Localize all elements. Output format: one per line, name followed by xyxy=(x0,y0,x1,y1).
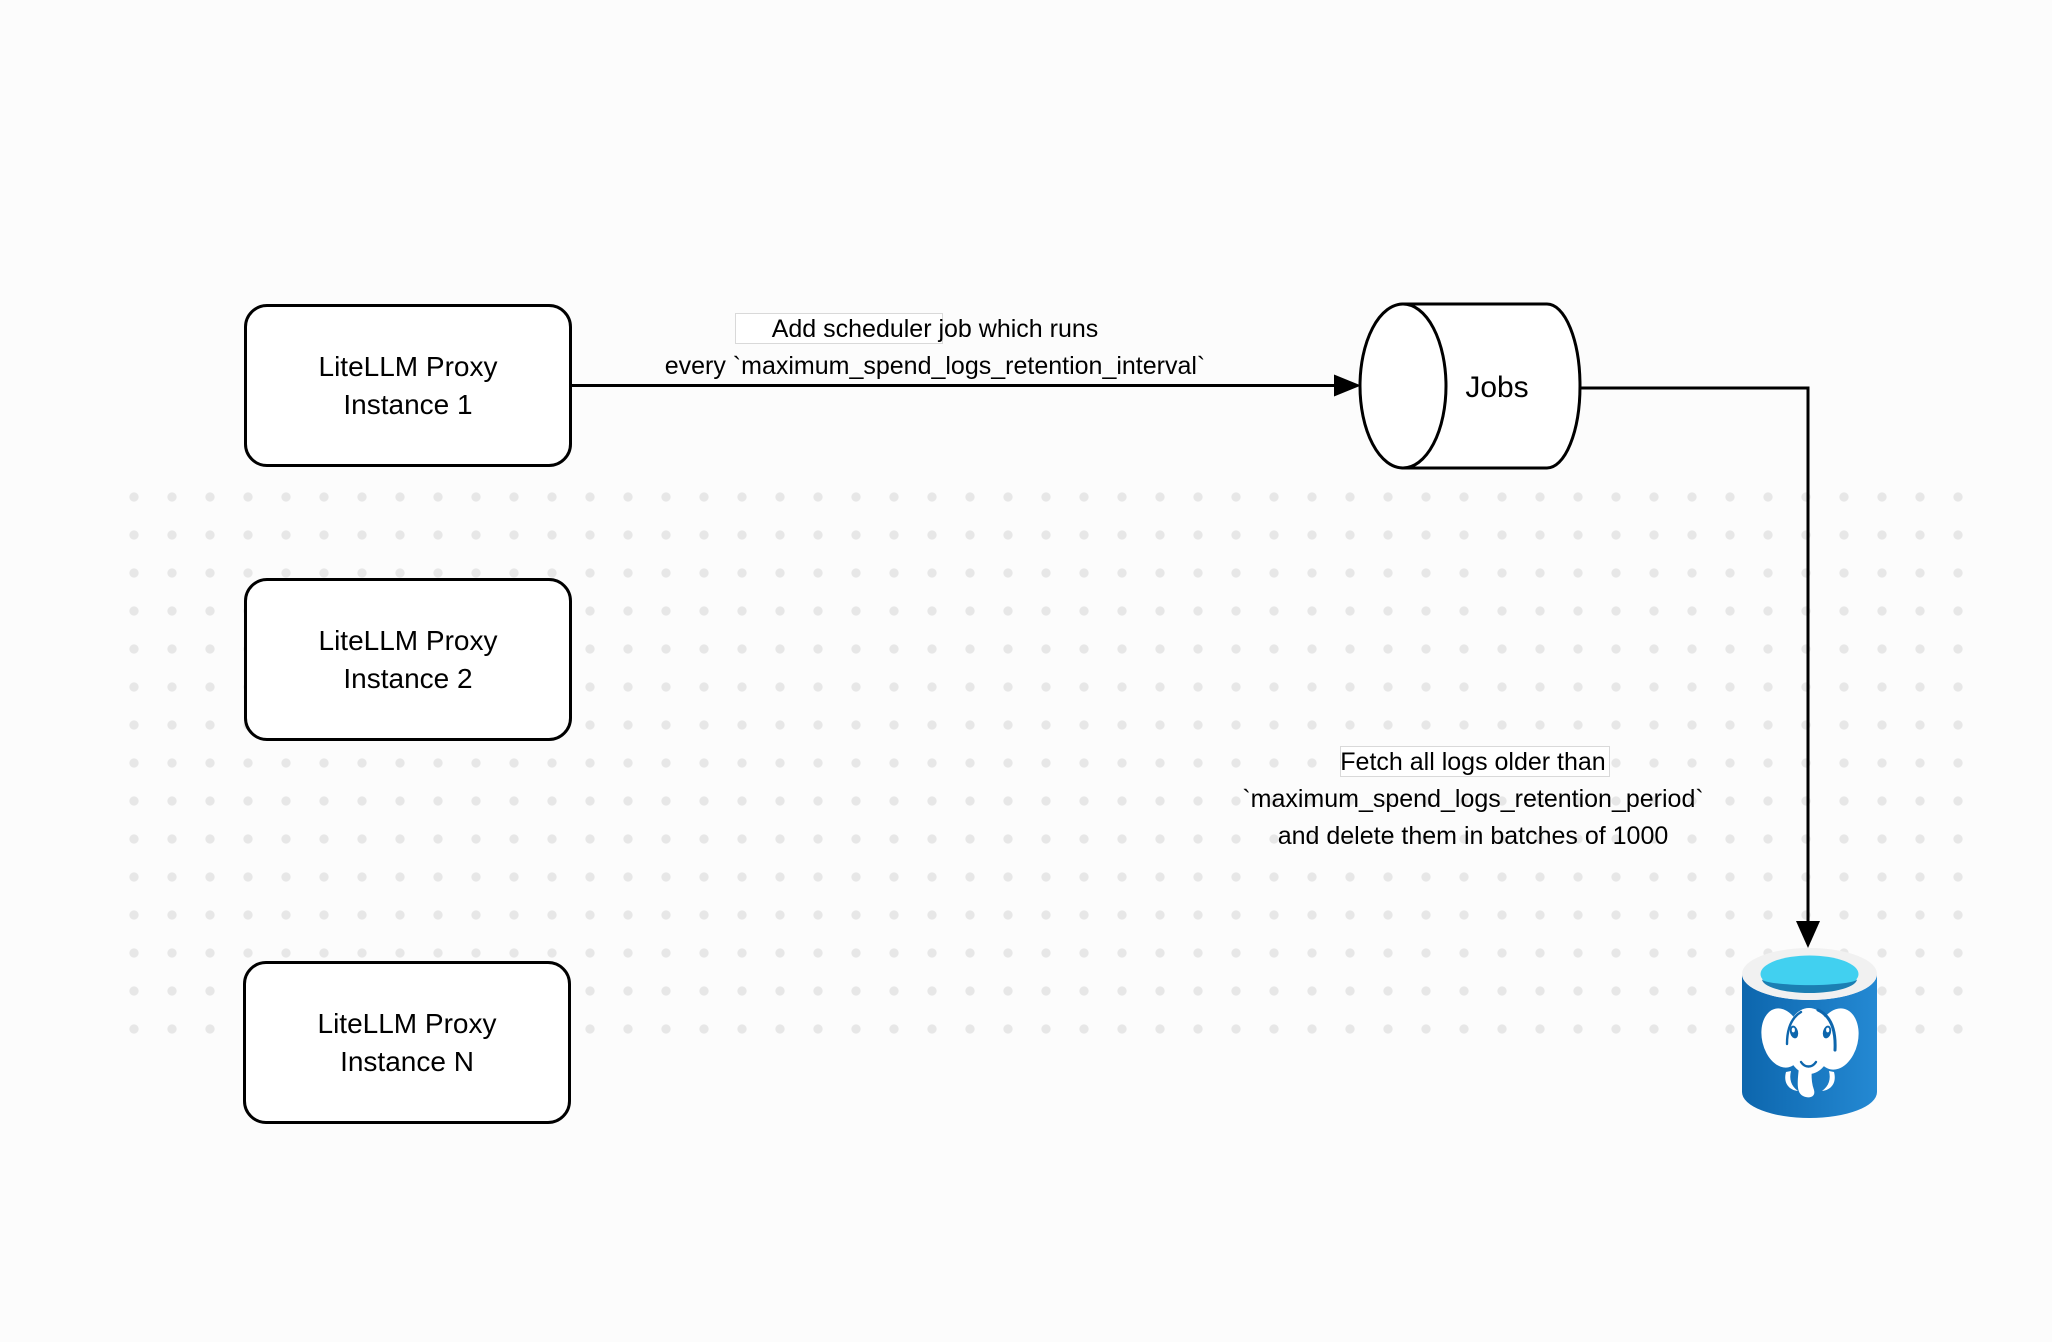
node-litellm-proxy-instance-n: LiteLLM Proxy Instance N xyxy=(243,961,571,1124)
edge-label-scheduler: Add scheduler job which runs every `maxi… xyxy=(535,311,1335,385)
postgresql-database-icon xyxy=(1742,948,1877,1118)
node-label-line: Instance 2 xyxy=(343,662,473,694)
node-label-line: LiteLLM Proxy xyxy=(318,624,498,656)
edge-cleanup-line xyxy=(1581,386,1810,924)
postgres-opening xyxy=(1760,955,1859,993)
edge-label-line: Fetch all logs older than xyxy=(1340,748,1606,776)
edge-label-line: and delete them in batches of 1000 xyxy=(1277,822,1669,850)
node-label-line: Instance 1 xyxy=(343,388,473,420)
jobs-cylinder-body xyxy=(1401,302,1582,470)
jobs-cylinder-cap xyxy=(1358,302,1448,470)
jobs-node-label: Jobs xyxy=(1465,371,1528,404)
edge-cleanup-arrowhead-icon xyxy=(1796,921,1820,948)
node-litellm-proxy-instance-2: LiteLLM Proxy Instance 2 xyxy=(244,578,572,741)
edge-label-line: `maximum_spend_logs_retention_period` xyxy=(1242,785,1704,813)
jobs-cylinder-node: Jobs xyxy=(1358,302,1582,470)
edge-label-cleanup: Fetch all logs older than `maximum_spend… xyxy=(1123,744,1823,855)
node-label-line: Instance N xyxy=(340,1045,474,1077)
postgres-elephant-icon xyxy=(1761,1008,1859,1098)
node-litellm-proxy-instance-1: LiteLLM Proxy Instance 1 xyxy=(244,304,572,467)
edge-label-line: every `maximum_spend_logs_retention_inte… xyxy=(664,352,1206,380)
edge-scheduler-arrowhead-icon xyxy=(1334,374,1361,397)
cleanup-label-background-box xyxy=(1340,746,1610,777)
node-label-line: LiteLLM Proxy xyxy=(317,1007,497,1039)
edge-label-line: Add scheduler job which runs xyxy=(771,315,1099,343)
postgres-liquid xyxy=(1762,979,1857,993)
dot-grid-background xyxy=(115,478,1977,1048)
node-label-line: LiteLLM Proxy xyxy=(318,350,498,382)
scheduler-label-background-box xyxy=(735,313,943,344)
